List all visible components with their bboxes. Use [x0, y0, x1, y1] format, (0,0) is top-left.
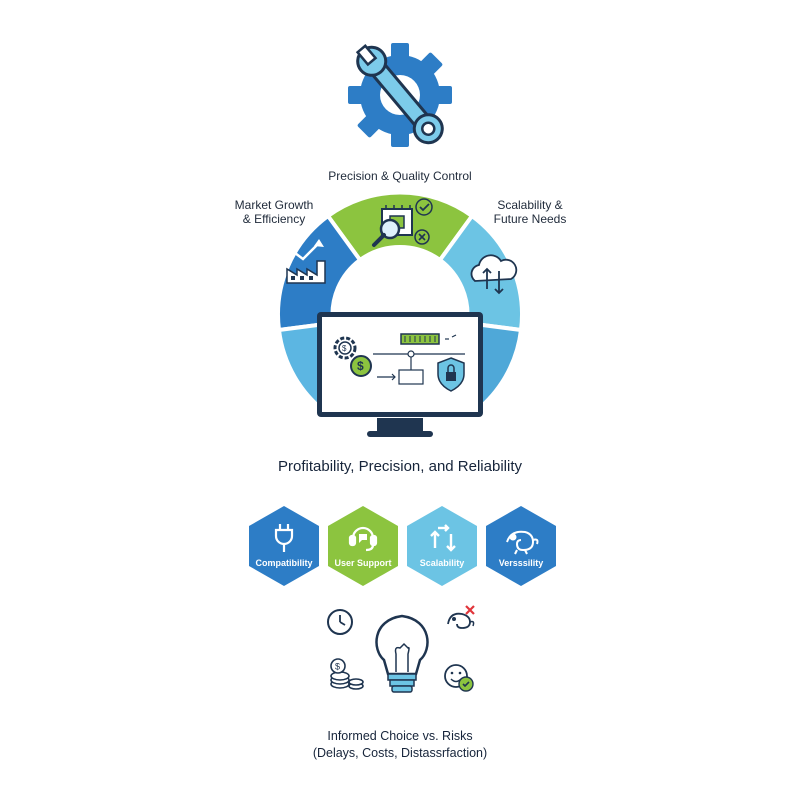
svg-text:$: $: [357, 359, 364, 373]
chameleon-icon: [506, 530, 539, 555]
hex-label-versatility: Versssility: [499, 558, 544, 568]
svg-text:$: $: [342, 344, 347, 353]
clock-icon: [327, 609, 353, 635]
footer-line-2: (Delays, Costs, Distassrfaction): [312, 746, 488, 760]
chip-magnifier-icon: [372, 198, 433, 247]
factory-growth-icon: [284, 239, 326, 284]
market-growth-label: Market Growth & Efficiency: [234, 198, 314, 226]
hex-scalability: Scalability: [407, 506, 477, 586]
smiley-check-icon: [444, 664, 474, 692]
svg-text:$: $: [335, 662, 340, 672]
lightbulb-cluster: $: [327, 605, 475, 693]
monitor-dashboard-icon: $ $: [317, 312, 483, 437]
hex-compatibility: Compatibility: [249, 506, 319, 586]
diagram-title: Profitability, Precision, and Reliabilit…: [278, 458, 522, 475]
footer-line-1: Informed Choice vs. Risks: [327, 729, 473, 743]
coins-icon: $: [330, 658, 364, 690]
hex-label-user-support: User Support: [334, 558, 391, 568]
hex-versatility: Versssility: [486, 506, 556, 586]
hex-user-support: User Support: [328, 506, 398, 586]
chameleon-warning-icon: [447, 605, 475, 629]
hex-label-compatibility: Compatibility: [255, 558, 312, 568]
lightbulb-icon: [375, 614, 429, 693]
plug-icon: [274, 524, 294, 552]
hex-label-scalability: Scalability: [420, 558, 465, 568]
arrows-icon: [430, 524, 456, 552]
gear-wrench-icon: [348, 43, 452, 147]
hexagon-row: Compatibility User Support Scalability V…: [249, 506, 556, 586]
scalability-future-label: Scalability & Future Needs: [493, 198, 567, 226]
precision-quality-label: Precision & Quality Control: [328, 169, 472, 183]
cloud-sync-icon: [470, 254, 518, 295]
headset-icon: [348, 526, 378, 552]
